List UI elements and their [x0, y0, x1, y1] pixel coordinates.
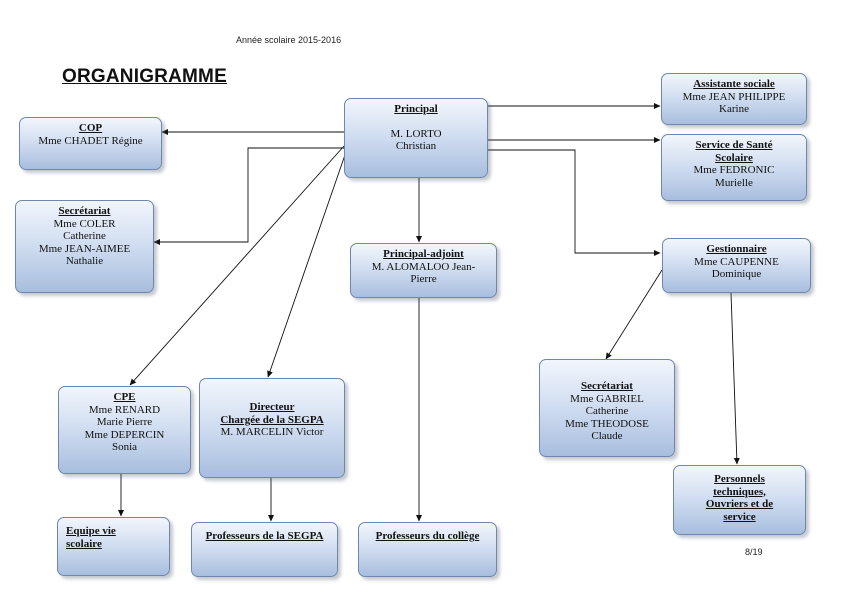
- node-secretariat-right-line: Mme GABRIEL: [570, 392, 644, 405]
- node-personnels-techniques: Personnels techniques, Ouvriers et de se…: [673, 465, 806, 535]
- node-service-sante-title: Service de Santé: [695, 139, 773, 151]
- node-principal-adjoint-title: Principal-adjoint: [383, 248, 464, 260]
- node-secretariat-right-line: Catherine: [585, 405, 629, 417]
- link-principal-directeur: [267, 151, 347, 378]
- node-cpe-line: Mme DEPERCIN: [84, 428, 165, 441]
- node-cpe-line: Mme RENARD: [88, 403, 161, 416]
- node-secretariat-right-line: Claude: [591, 430, 623, 442]
- node-cpe-title: CPE: [113, 391, 136, 403]
- node-principal-line: Christian: [395, 140, 437, 152]
- document-title: ORGANIGRAMME: [62, 66, 227, 87]
- node-secretariat-left-line: Mme COLER: [53, 217, 116, 230]
- node-assistante-sociale-line: Mme JEAN PHILIPPE: [682, 90, 786, 103]
- node-directeur-segpa-line: M. MARCELIN Victor: [220, 426, 324, 438]
- node-principal-adjoint: Principal-adjoint M. ALOMALOO Jean- Pier…: [350, 243, 497, 298]
- node-gestionnaire-line: Mme CAUPENNE: [694, 255, 779, 268]
- node-cop-line: Mme CHADET Régine: [38, 134, 143, 147]
- node-cpe-line: Sonia: [111, 441, 138, 453]
- node-service-sante-line: Murielle: [715, 176, 753, 189]
- node-secretariat-left-line: Mme JEAN-AIMEE: [38, 242, 131, 255]
- node-gestionnaire: Gestionnaire Mme CAUPENNE Dominique: [662, 238, 811, 293]
- node-principal-line: M. LORTO: [390, 127, 442, 140]
- link-principal-secretariat-left: [153, 147, 344, 245]
- node-directeur-segpa-title: Directeur: [249, 401, 295, 413]
- node-principal-adjoint-line: Pierre: [410, 273, 437, 285]
- node-professeurs-segpa-title: Professeurs de la SEGPA: [205, 530, 324, 542]
- node-gestionnaire-title: Gestionnaire: [706, 243, 767, 255]
- page-number: 8/19: [745, 547, 763, 557]
- node-personnels-techniques-title: techniques,: [713, 485, 766, 498]
- node-service-sante: Service de Santé Scolaire Mme FEDRONIC M…: [661, 134, 807, 201]
- node-secretariat-right-line: Mme THEODOSE: [565, 417, 649, 430]
- node-professeurs-college: Professeurs du collège: [358, 522, 497, 577]
- node-principal: Principal M. LORTO Christian: [344, 98, 488, 178]
- node-equipe-vie-scolaire-title: Equipe vie: [66, 525, 116, 537]
- node-personnels-techniques-title: Ouvriers et de: [705, 498, 774, 510]
- node-secretariat-left-title: Secrétariat: [58, 205, 111, 217]
- node-assistante-sociale-line: Karine: [719, 103, 749, 115]
- link-gestionnaire-secretariat-right: [605, 269, 663, 360]
- node-cpe: CPE Mme RENARD Marie Pierre Mme DEPERCIN…: [58, 386, 191, 474]
- school-year: Année scolaire 2015-2016: [236, 35, 342, 45]
- node-assistante-sociale-title: Assistante sociale: [693, 78, 775, 90]
- node-gestionnaire-line: Dominique: [711, 268, 762, 280]
- node-secretariat-right: Secrétariat Mme GABRIEL Catherine Mme TH…: [539, 359, 675, 457]
- node-cpe-line: Marie Pierre: [96, 416, 153, 428]
- node-personnels-techniques-title: Personnels: [714, 473, 765, 485]
- node-principal-adjoint-line: M. ALOMALOO Jean-: [371, 260, 476, 273]
- node-directeur-segpa: Directeur Chargée de la SEGPA M. MARCELI…: [199, 378, 345, 478]
- node-equipe-vie-scolaire: Equipe vie scolaire: [57, 517, 170, 576]
- link-gestionnaire-personnels: [730, 292, 740, 465]
- node-principal-title: Principal: [394, 103, 438, 115]
- node-secretariat-left: Secrétariat Mme COLER Catherine Mme JEAN…: [15, 200, 154, 293]
- link-principal-cpe: [129, 145, 345, 386]
- node-service-sante-line: Mme FEDRONIC: [693, 164, 775, 176]
- node-secretariat-right-title: Secrétariat: [581, 380, 633, 392]
- link-principal-gestionnaire: [488, 149, 661, 256]
- node-professeurs-college-title: Professeurs du collège: [375, 530, 480, 542]
- node-secretariat-left-line: Catherine: [63, 230, 106, 242]
- node-service-sante-title: Scolaire: [715, 151, 753, 164]
- node-professeurs-segpa: Professeurs de la SEGPA: [191, 522, 338, 577]
- node-secretariat-left-line: Nathalie: [65, 255, 104, 267]
- node-assistante-sociale: Assistante sociale Mme JEAN PHILIPPE Kar…: [661, 73, 807, 125]
- node-directeur-segpa-title: Chargée de la SEGPA: [220, 413, 324, 426]
- node-cop: COP Mme CHADET Régine: [19, 117, 162, 170]
- node-cop-title: COP: [78, 122, 103, 134]
- node-equipe-vie-scolaire-title: scolaire: [66, 537, 102, 550]
- node-personnels-techniques-title: service: [723, 510, 756, 523]
